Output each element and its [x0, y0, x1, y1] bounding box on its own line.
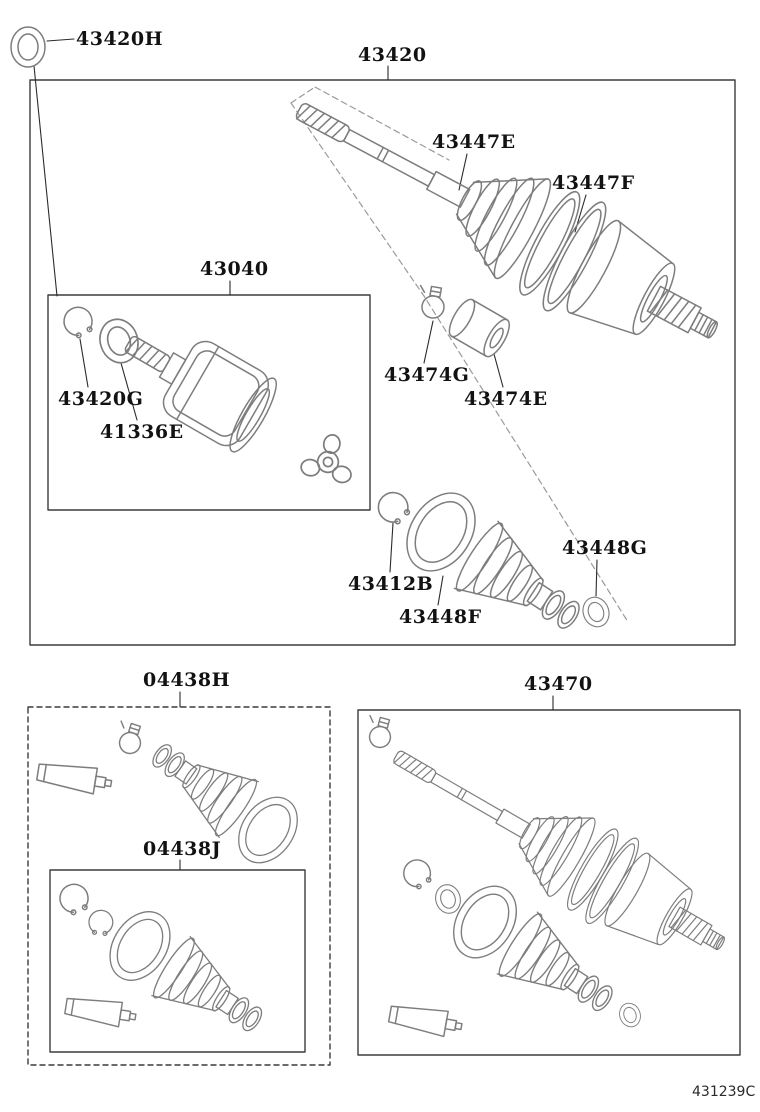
- group-box-43420: [29, 79, 736, 646]
- rear-snapring-drawing: [399, 855, 436, 893]
- part-label-43447F[interactable]: 43447F: [552, 172, 635, 194]
- tripod-spider-drawing: [298, 428, 360, 485]
- kit-boot2-drawing: [97, 899, 279, 1055]
- clamp-43474G-drawing: [414, 283, 449, 321]
- part-label-43448G[interactable]: 43448G: [562, 537, 648, 559]
- ring-43448G-drawing: [578, 592, 614, 632]
- part-label-43448F[interactable]: 43448F: [399, 606, 482, 628]
- ring-43420H-drawing: [10, 26, 46, 68]
- damper-43474E-drawing: [443, 295, 515, 361]
- part-label-43474E[interactable]: 43474E: [464, 388, 548, 410]
- part-label-04438J[interactable]: 04438J: [143, 838, 222, 860]
- grease-tube-drawing: [35, 758, 114, 798]
- part-label-43420H[interactable]: 43420H: [76, 28, 164, 50]
- rear-boot-drawing: [440, 873, 631, 1036]
- group-box-04438H: [27, 706, 331, 1066]
- kit-snapring-drawing: [57, 881, 92, 918]
- part-label-04438H[interactable]: 04438H: [143, 669, 231, 691]
- grease-tube3-drawing: [387, 1000, 465, 1040]
- group-box-43040: [47, 294, 371, 511]
- part-label-43420[interactable]: 43420: [358, 44, 427, 66]
- diagram-code: 431239C: [692, 1084, 756, 1100]
- group-box-43470: [357, 709, 741, 1056]
- part-label-43040[interactable]: 43040: [200, 258, 269, 280]
- part-label-43447E[interactable]: 43447E: [432, 131, 516, 153]
- part-label-43420G[interactable]: 43420G: [58, 388, 144, 410]
- kit-snapring2-drawing: [84, 906, 117, 940]
- rear-small-ring-drawing: [615, 999, 645, 1031]
- part-label-43474G[interactable]: 43474G: [384, 364, 470, 386]
- grease-tube2-drawing: [63, 993, 139, 1030]
- part-label-41336E[interactable]: 41336E: [100, 421, 184, 443]
- snapring-43412B-drawing: [372, 486, 416, 530]
- kit-boundary-dashes: [290, 86, 629, 623]
- leader-lines: [33, 38, 598, 871]
- kit-clamp-drawing: [111, 719, 147, 757]
- part-label-43470[interactable]: 43470: [524, 673, 593, 695]
- part-label-43412B[interactable]: 43412B: [348, 573, 434, 595]
- rear-clamp-drawing: [361, 714, 396, 751]
- outboard-boot-43448F-drawing: [392, 479, 599, 656]
- snapring-43420G-drawing: [60, 303, 97, 342]
- group-box-04438J: [49, 869, 306, 1053]
